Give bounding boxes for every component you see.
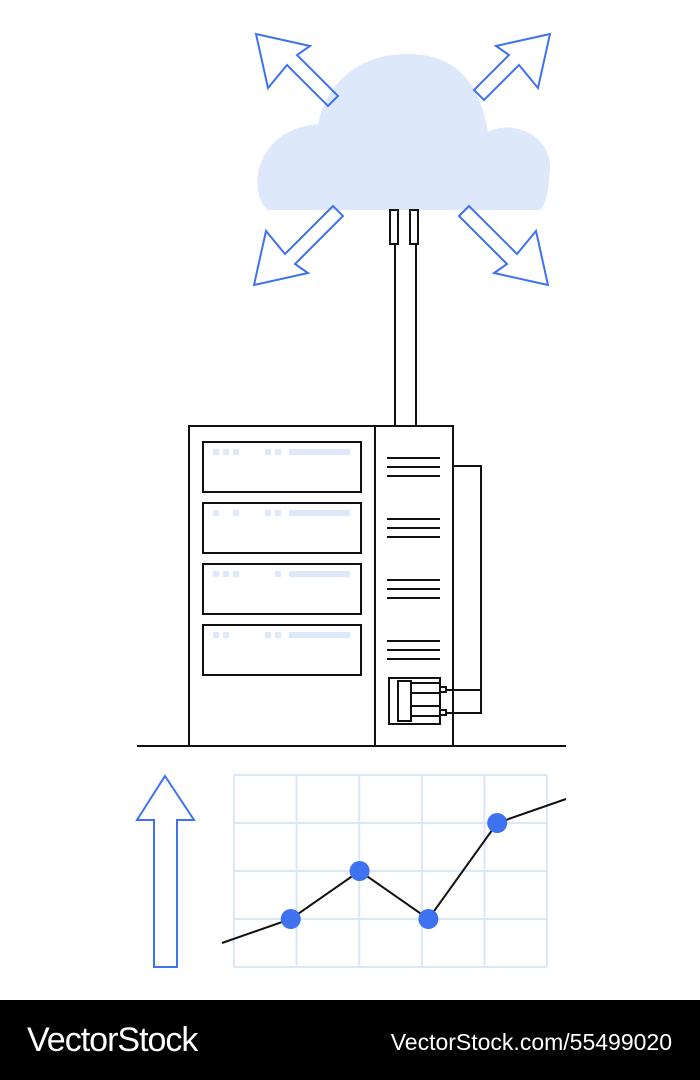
server-rack-icon — [188, 425, 482, 747]
vent-lines — [387, 457, 440, 660]
arrow-bottom-right — [457, 204, 550, 287]
growth-arrow-icon — [135, 774, 196, 968]
network-cable — [389, 209, 419, 426]
image-id-text: VectorStock.com/55499020 — [390, 1029, 672, 1055]
cloud-icon — [257, 54, 551, 210]
chart-marks — [221, 798, 567, 944]
cloud-server-illustration — [135, 32, 567, 968]
chart-grid — [233, 774, 548, 968]
rack-right-panel — [374, 425, 454, 747]
expand-arrow-icon — [252, 32, 552, 287]
data-point — [487, 813, 508, 833]
arrow-bottom-left — [252, 204, 345, 287]
arrow-top-left — [254, 32, 340, 108]
data-point — [349, 861, 370, 881]
plug-connector-icon — [388, 465, 482, 725]
cloud-shape — [257, 54, 551, 210]
data-point — [280, 909, 301, 929]
watermark-footer: VectorStock VectorStock.com/55499020 — [0, 1000, 700, 1080]
server-slot — [202, 563, 362, 615]
line-chart-icon — [221, 774, 567, 968]
slot-indicator-lights — [213, 449, 350, 638]
brand-logo-text: VectorStock — [27, 1021, 198, 1059]
data-point — [418, 909, 439, 929]
arrow-top-right — [472, 32, 552, 102]
series-line — [221, 798, 567, 944]
